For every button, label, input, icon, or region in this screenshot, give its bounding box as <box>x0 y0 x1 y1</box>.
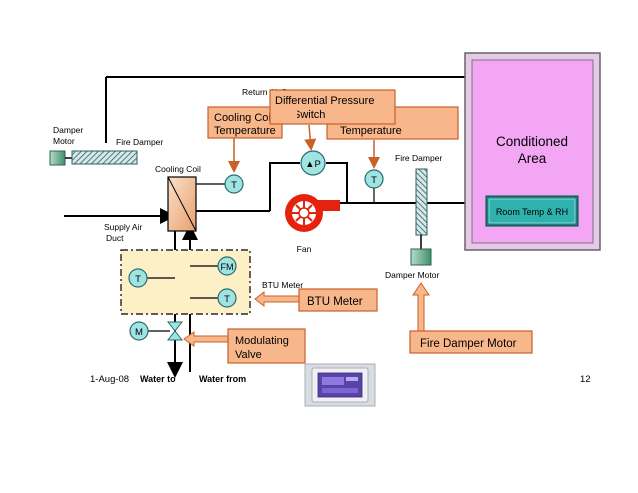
cooling-coil-temperature-label-2: Temperature <box>214 125 276 137</box>
pressure-loop-left <box>269 162 300 211</box>
return-temperature-sensor: T <box>364 169 384 189</box>
conditioned-area-label-2: Area <box>518 151 547 166</box>
right-fire-damper-icon <box>415 168 428 236</box>
temperature-sensor-icon <box>217 288 237 308</box>
btu-temp-out-symbol: T <box>224 294 230 305</box>
flow-meter-icon <box>217 256 237 276</box>
left-fire-damper-icon <box>71 150 138 165</box>
return-air-temperature-label: Temperature <box>340 125 402 137</box>
fire-damper-motor-callout-label: Fire Damper Motor <box>420 338 517 350</box>
cooling-coil-temperature-label-1: Cooling Coil <box>214 112 273 124</box>
modulating-valve: M <box>129 321 184 341</box>
btu-meter-label: BTU Meter <box>262 280 303 290</box>
valve-icon <box>166 321 184 341</box>
water-from-label: Water from <box>199 374 246 384</box>
motor-icon <box>129 321 149 341</box>
fire-damper-right-label: Fire Damper <box>395 153 442 163</box>
coil-temperature-sensor: T <box>224 174 244 194</box>
differential-pressure-sensor: ▲P <box>300 150 326 176</box>
supply-air-duct-label-1: Supply Air <box>104 222 142 232</box>
differential-pressure-callout: Differential Pressure Switch <box>269 89 396 151</box>
footer-page-number: 12 <box>580 374 591 385</box>
temperature-sensor-icon <box>128 268 148 288</box>
right-fire-damper: Fire Damper Damper Motor <box>385 153 442 280</box>
pressure-sensor-icon <box>300 150 326 176</box>
supply-air-duct-label-2: Duct <box>106 233 124 243</box>
modulating-valve-label-1: Modulating <box>235 335 289 347</box>
cooling-coil-label: Cooling Coil <box>155 164 201 174</box>
conditioned-area-label-1: Conditioned <box>496 134 568 149</box>
modulating-valve-label-2: Valve <box>235 349 262 361</box>
right-damper-motor-icon <box>410 248 432 266</box>
damper-motor-right-label: Damper Motor <box>385 270 439 280</box>
differential-pressure-label-1: Differential Pressure <box>275 95 374 107</box>
motor-symbol: M <box>135 327 143 338</box>
left-damper-motor-icon <box>49 150 66 166</box>
temperature-sensor-icon <box>364 169 384 189</box>
footer-date: 1-Aug-08 <box>90 374 129 385</box>
btu-meter: T FM T BTU Meter <box>120 249 303 315</box>
fire-damper-left-label: Fire Damper <box>116 137 163 147</box>
fire-damper-motor-callout: Fire Damper Motor <box>409 282 533 354</box>
coil-temp-symbol: T <box>231 180 237 191</box>
flow-meter-symbol: FM <box>221 262 234 272</box>
cooling-coil-temperature-callout: Cooling Coil Temperature <box>207 106 283 173</box>
conditioned-area: Conditioned Area Room Temp & RH <box>464 52 601 251</box>
thermostat-photo <box>304 363 376 407</box>
duct-lines <box>64 76 465 224</box>
water-to-label: Water to <box>140 374 176 384</box>
damper-motor-left-label-1: Damper <box>53 125 83 135</box>
room-temp-rh-label: Room Temp & RH <box>496 207 568 217</box>
temperature-sensor-icon <box>224 174 244 194</box>
pressure-loop-right <box>326 162 348 203</box>
cooling-coil: Cooling Coil <box>155 164 201 232</box>
damper-motor-left-label-2: Motor <box>53 136 75 146</box>
btu-meter-callout: BTU Meter <box>254 288 378 312</box>
return-temp-symbol: T <box>371 175 377 186</box>
modulating-valve-callout: Modulating Valve <box>183 328 306 364</box>
btu-temp-in-symbol: T <box>135 274 141 285</box>
left-damper-assembly: Damper Motor Fire Damper <box>49 125 163 166</box>
differential-pressure-label-2: Switch <box>293 109 325 121</box>
btu-meter-callout-label: BTU Meter <box>307 296 363 308</box>
pressure-symbol: ▲P <box>305 159 321 170</box>
fan-label: Fan <box>297 244 312 254</box>
fan: Fan <box>285 194 340 254</box>
